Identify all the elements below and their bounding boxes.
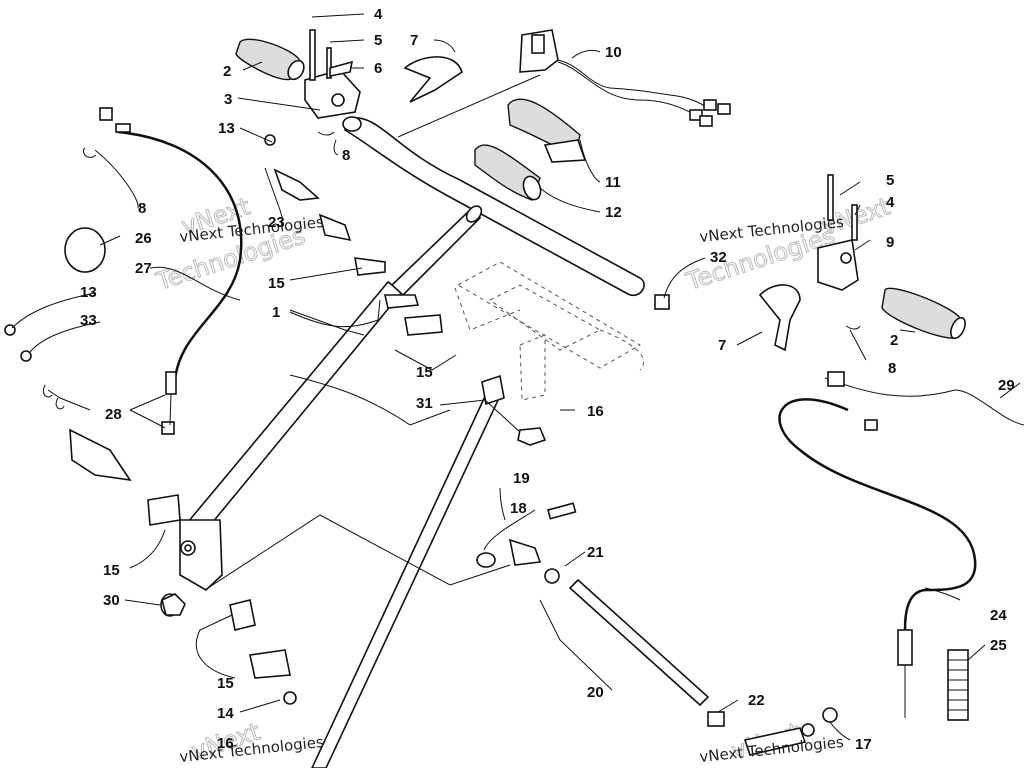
callout-15: 15	[416, 364, 433, 381]
callouts: 1 2 2 3 4 4 5 5 6 7 7 8 8 8 9 10 11 12 1…	[80, 6, 1015, 753]
callout-23: 23	[268, 214, 285, 231]
nut-30	[161, 593, 186, 616]
heater-grips	[474, 98, 587, 201]
callout-22: 22	[748, 692, 765, 709]
callout-11: 11	[605, 174, 621, 191]
callout-8: 8	[888, 360, 896, 377]
throttle-cable	[82, 107, 243, 435]
callout-13: 13	[80, 284, 97, 301]
callout-19: 19	[513, 470, 530, 487]
callout-15: 15	[217, 675, 234, 692]
callout-20: 20	[587, 684, 604, 701]
callout-16: 16	[217, 735, 234, 752]
callout-14: 14	[217, 705, 234, 722]
callout-15: 15	[103, 562, 120, 579]
callout-17: 17	[855, 736, 872, 753]
mount-bracket-dashed	[454, 261, 645, 401]
callout-1: 1	[272, 304, 280, 321]
callout-7: 7	[410, 32, 418, 49]
callout-18: 18	[510, 500, 527, 517]
callout-32: 32	[710, 249, 727, 266]
handlebar-tube	[342, 116, 645, 297]
lower-bracket	[179, 519, 223, 591]
nut-16	[517, 427, 547, 446]
callout-3: 3	[224, 91, 232, 108]
callout-5: 5	[374, 32, 382, 49]
callout-2: 2	[223, 63, 231, 80]
callout-7: 7	[718, 337, 726, 354]
steering-post	[181, 205, 505, 768]
callout-8: 8	[342, 147, 350, 164]
callout-4: 4	[374, 6, 383, 23]
callout-16: 16	[587, 403, 604, 420]
callout-30: 30	[103, 592, 120, 609]
cable-clips	[264, 134, 443, 336]
callout-5: 5	[886, 172, 894, 189]
callout-4: 4	[886, 194, 895, 211]
callout-26: 26	[135, 230, 152, 247]
spacer-32	[654, 294, 670, 310]
callout-27: 27	[135, 260, 152, 277]
callout-25: 25	[990, 637, 1007, 654]
callout-28: 28	[105, 406, 122, 423]
tie-rod-assembly	[476, 502, 838, 756]
callout-6: 6	[374, 60, 382, 77]
right-grip-assembly	[758, 174, 966, 352]
callout-29: 29	[998, 377, 1015, 394]
brake-cable	[778, 371, 1024, 721]
switch-with-harness	[519, 29, 731, 127]
callout-2: 2	[890, 332, 898, 349]
leader-lines	[11, 13, 1021, 741]
clamp-26	[64, 227, 106, 273]
left-grip-assembly	[235, 29, 463, 136]
callout-8: 8	[138, 200, 146, 217]
callout-12: 12	[605, 204, 622, 221]
callout-15: 15	[268, 275, 285, 292]
left-small-parts	[4, 324, 297, 705]
watermark-text: vNext Technologies vNext Technologies vN…	[179, 213, 845, 766]
callout-31: 31	[416, 395, 433, 412]
callout-33: 33	[80, 312, 97, 329]
callout-9: 9	[886, 234, 894, 251]
callout-10: 10	[605, 44, 622, 61]
callout-24: 24	[990, 607, 1007, 624]
callout-13: 13	[218, 120, 235, 137]
callout-21: 21	[587, 544, 604, 561]
